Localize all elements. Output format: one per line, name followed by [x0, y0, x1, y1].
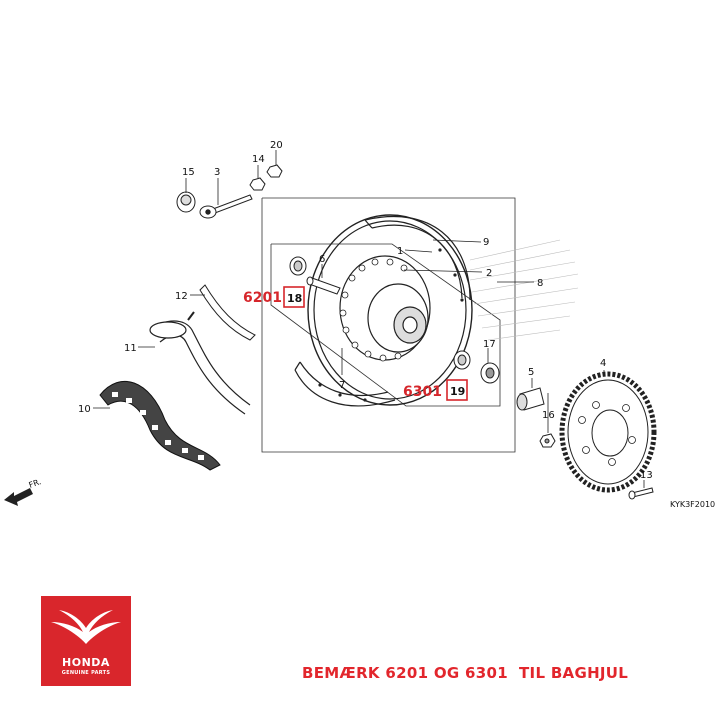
wheel-assembly [294, 214, 473, 407]
callout-7: 7 [339, 380, 345, 391]
forward-direction-arrow [4, 488, 33, 506]
callout-6: 6 [319, 254, 325, 265]
bearing-part-18 [289, 256, 307, 276]
logo-tagline: GENUINE PARTS [61, 670, 111, 676]
logo-brand: HONDA [62, 656, 110, 669]
highlight-bearing-left: 6201 18 [243, 286, 305, 308]
seal-part-17 [480, 362, 500, 384]
tire-part-10 [99, 380, 221, 471]
honda-logo: HONDA GENUINE PARTS [41, 596, 131, 686]
cap-part-15 [176, 191, 196, 213]
callout-19: 19 [450, 385, 465, 398]
nut-part-16 [539, 433, 556, 448]
callout-8: 8 [537, 278, 543, 289]
callout-5: 5 [528, 367, 534, 378]
callout-13: 13 [640, 470, 653, 481]
bearing-code-6201: 6201 [243, 290, 282, 306]
axle-part-6 [306, 276, 341, 295]
callout-18: 18 [287, 292, 302, 305]
callout-20: 20 [270, 140, 283, 151]
rim-band-part-12 [199, 284, 256, 341]
nut-part-14 [249, 177, 266, 191]
callout-15: 15 [182, 167, 195, 178]
collar-part-5 [516, 387, 545, 411]
callout-16: 16 [542, 410, 555, 421]
callout-4: 4 [600, 358, 606, 369]
nut-part-20 [266, 164, 283, 178]
callout-17: 17 [483, 339, 496, 350]
rim-spoke-holes [318, 248, 464, 402]
bearing-part-19 [453, 350, 471, 370]
assembly-frame [261, 197, 516, 453]
callout-3: 3 [214, 167, 220, 178]
leader-lines [93, 150, 645, 488]
highlight-bearing-right: 6301 19 [403, 379, 468, 401]
sprocket-part-4 [559, 371, 657, 493]
callout-10: 10 [78, 404, 91, 415]
tube-part-11 [149, 311, 251, 415]
callout-numbers: 15 3 14 20 1 9 2 8 6 7 4 5 16 13 17 12 1… [78, 140, 653, 481]
callout-14: 14 [252, 154, 265, 165]
diagram-code: KYK3F2010 [670, 500, 715, 509]
callout-12: 12 [175, 291, 188, 302]
callout-2: 2 [486, 268, 492, 279]
callout-9: 9 [483, 237, 489, 248]
bolt-part-13 [628, 487, 654, 500]
callout-11: 11 [124, 343, 137, 354]
direction-label: FR. [28, 477, 43, 490]
callout-1: 1 [397, 246, 403, 257]
bearing-code-6301: 6301 [403, 384, 442, 400]
honda-wing-icon [51, 610, 121, 644]
chain-adjuster-part-3 [199, 194, 253, 219]
bearing-note: BEMÆRK 6201 OG 6301 TIL BAGHJUL [302, 664, 629, 682]
hatch-zone [469, 239, 579, 341]
hub-holes [339, 258, 408, 362]
